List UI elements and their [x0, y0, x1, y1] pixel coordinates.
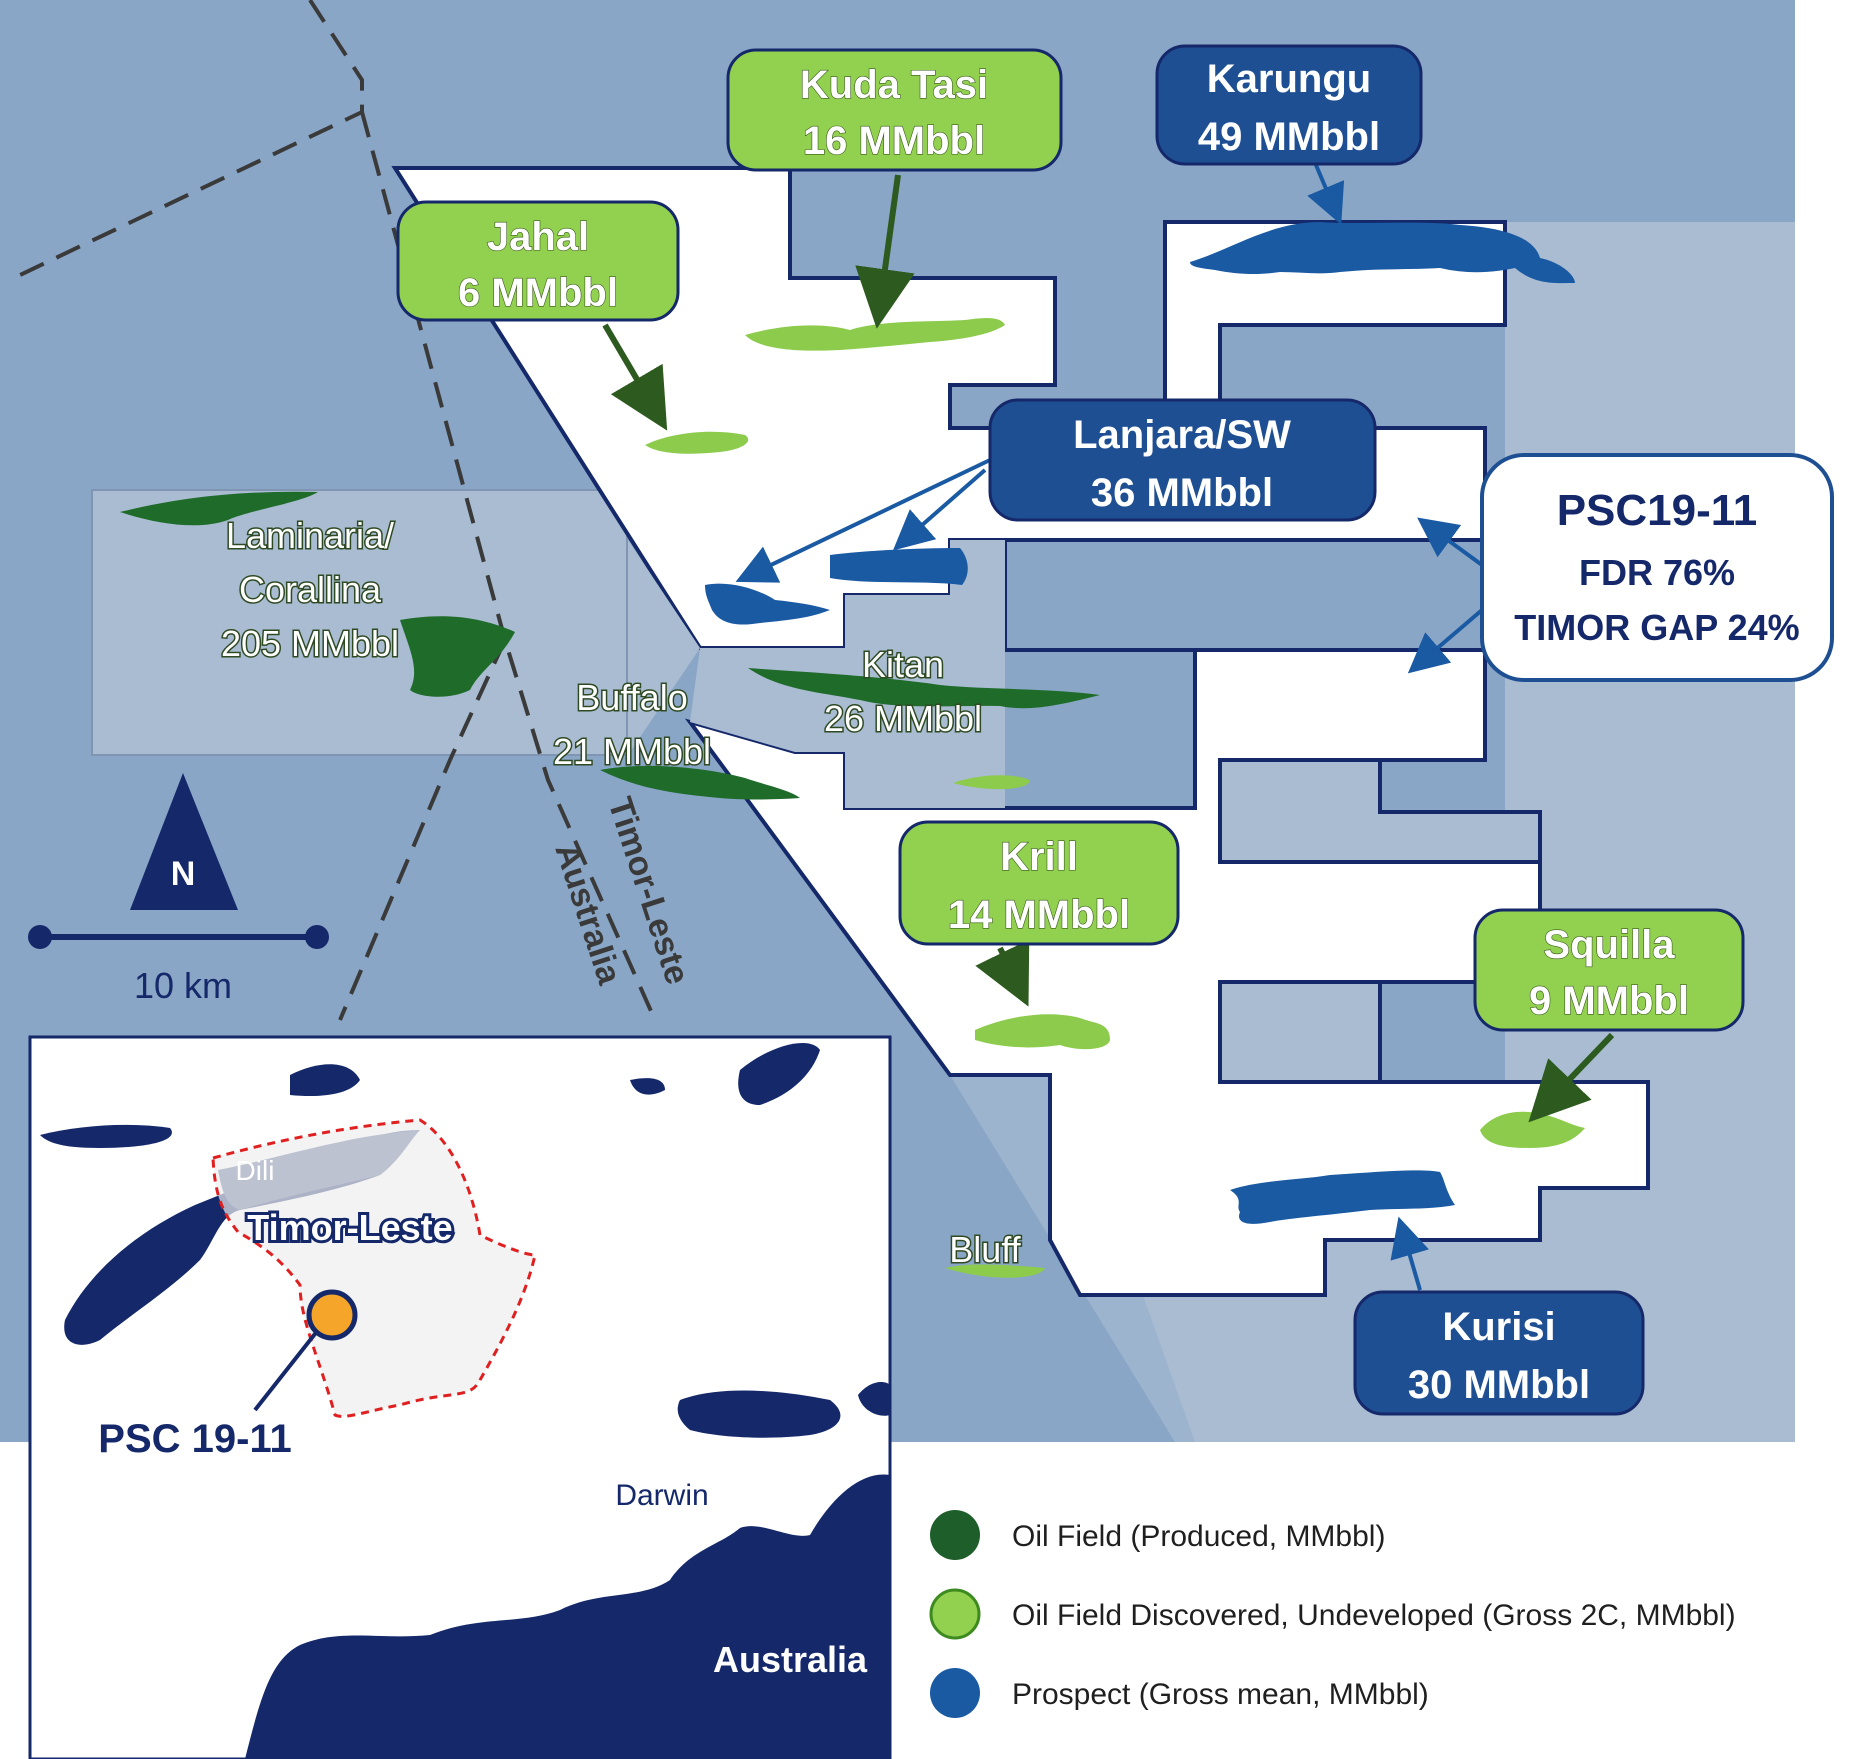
- kurisi-arrow: [1390, 1216, 1429, 1291]
- karungu-label-box: Karungu 49 MMbbl: [1155, 44, 1423, 166]
- boundary-line-1: [19, 0, 364, 277]
- corallina-field-shape: [400, 616, 515, 697]
- notch-east-2: [1218, 980, 1382, 1084]
- legend-prospect-label: Prospect (Gross mean, MMbbl): [1012, 1678, 1429, 1711]
- laminaria-label-line2: Corallina: [239, 569, 382, 610]
- kuda-tasi-arrow: [855, 174, 915, 329]
- svg-text:9 MMbbl: 9 MMbbl: [1529, 979, 1689, 1023]
- kitan-block: [690, 540, 1005, 808]
- psc-arrow-2: [1407, 608, 1484, 674]
- block-notch-west: [628, 490, 700, 755]
- scale-bar-end-left: [28, 925, 52, 949]
- karungu-arrow: [1307, 164, 1345, 225]
- buffalo-field-shape: [600, 765, 800, 800]
- kurisi-prospect-shape: [1230, 1170, 1455, 1224]
- inset-dili-label: Dili: [236, 1155, 275, 1186]
- krill-label-box: Krill 14 MMbbl: [898, 820, 1180, 946]
- psc-arrow-1: [1417, 517, 1484, 567]
- svg-text:49 MMbbl: 49 MMbbl: [1198, 115, 1380, 159]
- squilla-arrow: [1528, 1032, 1615, 1123]
- legend-produced-icon: [930, 1510, 980, 1560]
- psc-share-timor-gap: TIMOR GAP 24%: [1514, 607, 1799, 648]
- lanjara-sw-prospect-shape: [705, 583, 830, 625]
- island-east: [858, 1382, 890, 1416]
- island-north-1: [290, 1064, 360, 1097]
- legend: Oil Field (Produced, MMbbl) Oil Field Di…: [929, 1510, 1736, 1718]
- boundary-line-2: [360, 111, 657, 1021]
- svg-text:Kurisi: Kurisi: [1442, 1305, 1555, 1349]
- legend-prospect-icon: [930, 1668, 980, 1718]
- legend-undeveloped-icon: [929, 1588, 981, 1640]
- island-north-3: [630, 1078, 665, 1095]
- krill-field-shape: [975, 1014, 1110, 1050]
- island-north-2: [40, 1124, 172, 1148]
- buffalo-label-line2: 21 MMbbl: [553, 731, 711, 772]
- maritime-boundary-lines: [19, 0, 657, 1021]
- inset-map: Dili Timor-Leste PSC 19-11 Darwin Austra…: [28, 1035, 892, 1759]
- svg-text:Jahal: Jahal: [487, 215, 589, 259]
- bluff-field-shape: [945, 1264, 1045, 1278]
- svg-text:30 MMbbl: 30 MMbbl: [1408, 1363, 1590, 1407]
- laminaria-label-line1: Laminaria/: [226, 515, 394, 556]
- svg-text:Krill: Krill: [1000, 835, 1078, 879]
- psc-title: PSC19-11: [1557, 486, 1758, 535]
- jahal-field-shape: [645, 431, 749, 454]
- jahal-arrow: [602, 323, 668, 431]
- island-melville: [677, 1390, 841, 1438]
- north-label: N: [171, 855, 196, 893]
- kitan-label-line2: 26 MMbbl: [824, 698, 982, 739]
- small-undeveloped-shape: [953, 775, 1030, 790]
- inset-psc-label: PSC 19-11: [98, 1417, 291, 1461]
- pointer-arrows: [602, 164, 1615, 1291]
- lanjara-label-box: Lanjara/SW 36 MMbbl: [988, 398, 1377, 522]
- psc-share-fdr: FDR 76%: [1579, 552, 1735, 593]
- squilla-label-box: Squilla 9 MMbbl: [1473, 908, 1745, 1032]
- svg-text:Squilla: Squilla: [1543, 923, 1675, 967]
- notch-east-1: [1218, 758, 1542, 864]
- kitan-label-line1: Kitan: [862, 644, 944, 685]
- island-northeast: [738, 1042, 820, 1105]
- kitan-field-shape: [748, 668, 1100, 709]
- boundary-line-3: [338, 639, 507, 1021]
- lanjara-prospect-shape: [830, 548, 968, 585]
- psc-location-marker: [306, 1289, 358, 1341]
- laminaria-field-shape: [120, 491, 318, 526]
- psc-info-box: PSC19-11 FDR 76% TIMOR GAP 24%: [1480, 453, 1834, 682]
- jahal-label-box: Jahal 6 MMbbl: [396, 200, 680, 322]
- laminaria-block: [91, 489, 628, 756]
- svg-text:14 MMbbl: 14 MMbbl: [948, 893, 1130, 937]
- lanjara-arrow-2: [892, 468, 987, 551]
- inset-australia-label: Australia: [713, 1639, 868, 1680]
- scale-bar-end-right: [305, 925, 329, 949]
- legend-undeveloped-label: Oil Field Discovered, Undeveloped (Gross…: [1012, 1599, 1736, 1632]
- krill-arrow: [975, 939, 1030, 1007]
- bluff-label: Bluff: [949, 1229, 1021, 1270]
- psc-zone: [211, 1118, 537, 1418]
- lanjara-arrow-1: [735, 458, 991, 583]
- svg-text:Lanjara/SW: Lanjara/SW: [1073, 413, 1291, 457]
- buffalo-label-line1: Buffalo: [576, 677, 687, 718]
- kurisi-label-box: Kurisi 30 MMbbl: [1353, 1290, 1645, 1416]
- kuda-tasi-field-shape: [745, 317, 1005, 351]
- kuda-tasi-label-box: Kuda Tasi 16 MMbbl: [726, 48, 1063, 172]
- inset-timor-leste-label: Timor-Leste: [247, 1207, 452, 1248]
- australia-mainland: [245, 1474, 890, 1759]
- psc-pointer-line: [253, 1323, 324, 1412]
- legend-produced-label: Oil Field (Produced, MMbbl): [1012, 1520, 1385, 1553]
- karungu-prospect-shape: [1190, 222, 1575, 284]
- svg-text:36 MMbbl: 36 MMbbl: [1091, 471, 1273, 515]
- svg-text:6 MMbbl: 6 MMbbl: [458, 271, 618, 315]
- svg-text:Kuda Tasi: Kuda Tasi: [800, 63, 988, 107]
- north-arrow-icon: [130, 773, 238, 910]
- laminaria-label-line3: 205 MMbbl: [221, 623, 399, 664]
- inset-darwin-label: Darwin: [615, 1479, 708, 1512]
- svg-text:Karungu: Karungu: [1207, 57, 1371, 101]
- scale-label: 10 km: [134, 965, 232, 1006]
- svg-text:16 MMbbl: 16 MMbbl: [803, 119, 985, 163]
